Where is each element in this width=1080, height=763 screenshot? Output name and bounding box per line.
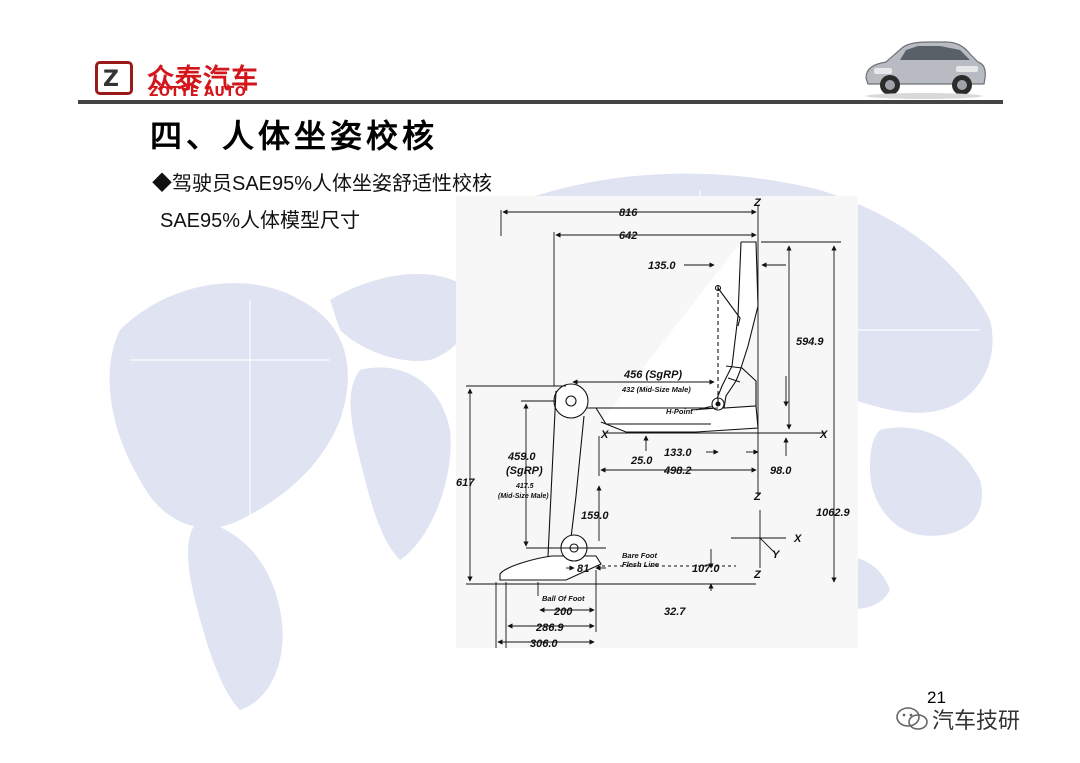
z-axis-low: Z <box>753 569 762 581</box>
dim-642: 642 <box>619 230 637 242</box>
dim-133: 133.0 <box>664 447 692 459</box>
axis-y-label: Y <box>772 549 781 561</box>
dim-98: 98.0 <box>770 465 792 477</box>
dim-159: 159.0 <box>581 510 609 522</box>
dim-617: 617 <box>456 477 475 489</box>
dim-594-9: 594.9 <box>796 336 824 348</box>
dim-816: 816 <box>619 207 638 219</box>
dim-498-2: 498.2 <box>663 465 692 477</box>
watermark-text: 汽车技研 <box>932 709 1021 734</box>
sgrp-label: (SgRP) <box>506 465 543 477</box>
h-point-label: H-Point <box>666 407 693 416</box>
page-number: 21 <box>927 688 946 707</box>
wechat-icon <box>896 707 928 730</box>
dim-107: 107.0 <box>692 563 720 575</box>
subtitle-text: SAE95%人体模型尺寸 <box>160 210 361 232</box>
bullet-text: ◆驾驶员SAE95%人体坐姿舒适性校核 <box>152 173 493 195</box>
zotye-logo: Z 众泰汽车 ZOTYE AUTO <box>95 55 280 101</box>
z-axis-mid: Z <box>753 491 762 503</box>
dim-81: 81 <box>577 563 589 575</box>
dim-1062-9: 1062.9 <box>816 507 851 519</box>
dim-306: 306.0 <box>530 638 558 648</box>
axis-x-label: X <box>793 533 802 545</box>
sae-manikin-diagram: 816 642 Z 135.0 594.9 456 (SgRP) 432 (Mi… <box>456 196 858 648</box>
dim-200: 200 <box>553 606 573 618</box>
x-axis-right: X <box>819 429 828 441</box>
z-axis-top: Z <box>753 197 762 209</box>
header-rule <box>78 100 1003 104</box>
dim-417-5: 417.5 <box>515 483 534 490</box>
car-image <box>865 41 986 99</box>
dim-135: 135.0 <box>648 260 676 272</box>
brand-name-en: ZOTYE AUTO <box>149 85 247 100</box>
dim-25: 25.0 <box>630 455 653 467</box>
brand-name-cn: 众泰汽车 <box>147 64 259 95</box>
dim-432: 432 (Mid-Size Male) <box>621 385 691 394</box>
logo-mark: Z <box>95 61 133 95</box>
dim-32-7: 32.7 <box>664 606 686 618</box>
dim-286-9: 286.9 <box>535 622 564 634</box>
mid-size-male-label: (Mid-Size Male) <box>498 493 549 500</box>
x-axis-left: X <box>600 429 609 441</box>
flesh-line-label: Flesh Line <box>622 560 659 569</box>
dim-456: 456 (SgRP) <box>623 369 682 381</box>
bare-foot-label: Bare Foot <box>622 551 658 560</box>
dim-459: 459.0 <box>507 451 536 463</box>
slide-title: 四、人体坐姿校核 <box>150 117 439 155</box>
ball-of-foot-label: Ball Of Foot <box>542 594 585 603</box>
